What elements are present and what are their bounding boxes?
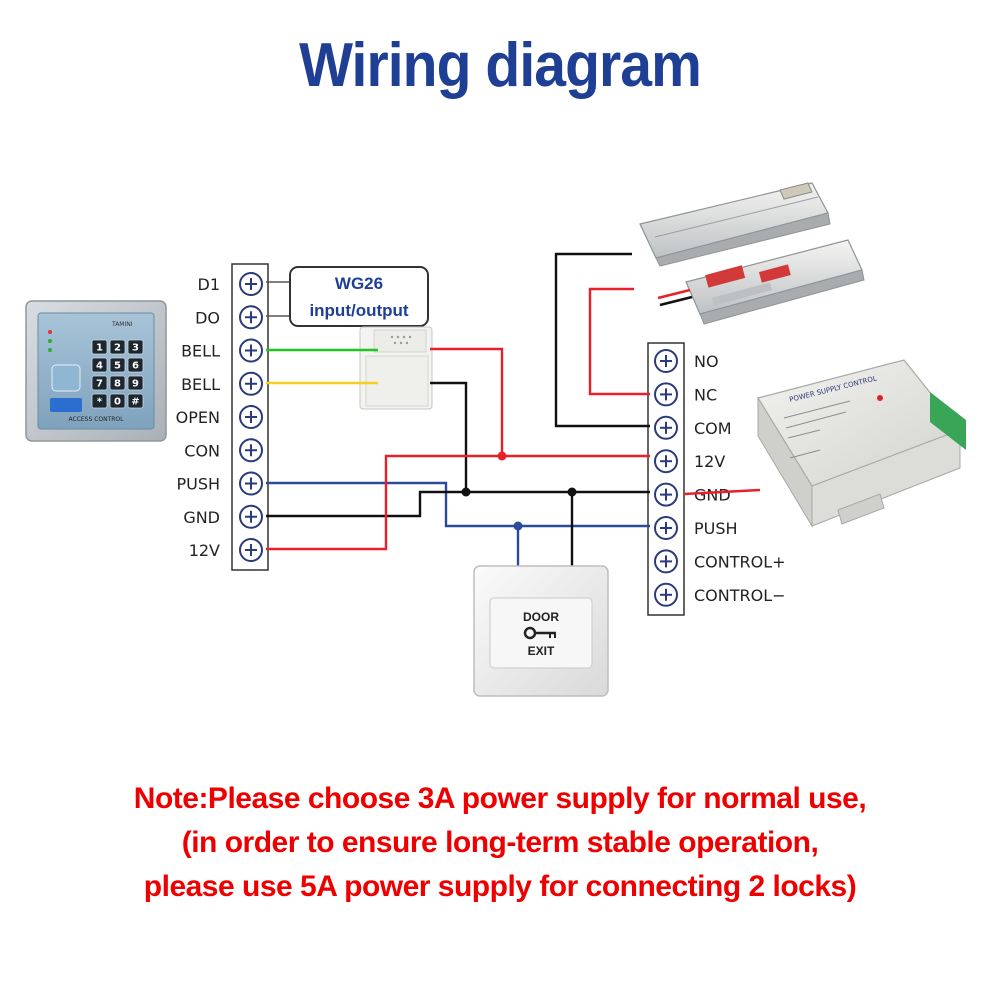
- left-terminal-label: 12V: [189, 541, 220, 560]
- right-terminal-label: PUSH: [694, 519, 738, 538]
- svg-text:*: *: [97, 397, 103, 408]
- right-terminal-label: CONTROL+: [694, 552, 786, 571]
- key-icon: [523, 626, 556, 640]
- wires: [266, 252, 761, 568]
- diagram-title: Wiring diagram: [299, 31, 702, 100]
- left-terminal-7: GND: [183, 504, 263, 529]
- right-terminal-label: CONTROL−: [694, 586, 786, 605]
- keypad-key[interactable]: 8: [109, 375, 126, 391]
- svg-text:0: 0: [114, 397, 121, 408]
- wg26-label: WG26: [335, 274, 383, 293]
- note-line-2: (in order to ensure long-term stable ope…: [181, 826, 819, 859]
- right-terminal-5: PUSH: [654, 516, 738, 540]
- left-terminal-label: D1: [198, 275, 221, 294]
- exit-button-exit-label: EXIT: [528, 644, 555, 658]
- door-bell: [359, 326, 433, 410]
- left-terminal-label: OPEN: [176, 408, 220, 427]
- left-terminal-label: GND: [183, 508, 220, 527]
- keypad-key[interactable]: 7: [91, 375, 108, 391]
- right-terminal-0: NO: [654, 349, 719, 373]
- wire-junctions: [461, 451, 577, 531]
- magnetic-lock: [639, 182, 865, 325]
- keypad-key[interactable]: 5: [109, 357, 126, 373]
- right-terminal-2: COM: [654, 415, 732, 440]
- right-terminal-4: GND: [654, 482, 731, 507]
- left-terminal-label: BELL: [181, 375, 220, 394]
- svg-text:8: 8: [114, 379, 121, 390]
- right-terminal-6: CONTROL+: [654, 549, 786, 574]
- keypad-key[interactable]: 3: [127, 339, 144, 355]
- right-terminal-7: CONTROL−: [654, 582, 786, 607]
- exit-button-door-label: DOOR: [523, 610, 559, 624]
- keypad-key[interactable]: 4: [91, 357, 108, 373]
- keypad-key[interactable]: 2: [109, 339, 126, 355]
- left-terminal-8: 12V: [189, 538, 263, 562]
- left-terminal-2: BELL: [181, 338, 263, 363]
- left-terminal-label: CON: [184, 441, 220, 460]
- keypad-key[interactable]: 9: [127, 375, 144, 391]
- keypad-key[interactable]: 6: [127, 357, 144, 373]
- right-terminal-label: GND: [694, 486, 731, 505]
- keypad-key[interactable]: 1: [91, 339, 108, 355]
- right-terminal-1: NC: [654, 382, 717, 407]
- right-terminal-label: 12V: [694, 452, 725, 471]
- keypad-key[interactable]: 0: [109, 393, 126, 409]
- svg-text:5: 5: [114, 361, 121, 372]
- left-terminal-4: OPEN: [176, 405, 263, 429]
- left-terminal-5: CON: [184, 438, 263, 463]
- svg-text:3: 3: [132, 343, 139, 354]
- keypad-key[interactable]: #: [127, 393, 144, 409]
- wg26-sublabel: input/output: [309, 301, 408, 320]
- left-terminal-3: BELL: [181, 371, 263, 396]
- note-line-1: Note:Please choose 3A power supply for n…: [133, 782, 867, 815]
- svg-text:6: 6: [132, 361, 139, 372]
- left-terminal-label: PUSH: [176, 475, 220, 494]
- left-terminal-6: PUSH: [176, 471, 263, 496]
- svg-text:1: 1: [96, 343, 103, 354]
- svg-text:#: #: [131, 397, 139, 408]
- right-terminal-3: 12V: [654, 449, 725, 474]
- wg26-box: WG26 input/output: [289, 266, 429, 327]
- keypad-brand: TAMINI: [111, 321, 133, 328]
- left-terminal-label: DO: [195, 308, 220, 327]
- left-terminal-label: BELL: [181, 342, 220, 361]
- note-line-3: please use 5A power supply for connectin…: [143, 870, 857, 903]
- right-terminals: NO NC COM 12V GND PUSH CONTROL+ CONTROL−: [654, 349, 786, 607]
- svg-text:4: 4: [96, 361, 103, 372]
- right-terminal-label: NC: [694, 385, 717, 404]
- svg-text:2: 2: [114, 343, 121, 354]
- svg-text:7: 7: [96, 379, 103, 390]
- left-terminal-1: DO: [195, 305, 263, 330]
- keypad-key[interactable]: *: [91, 393, 108, 409]
- right-terminal-label: NO: [694, 352, 719, 371]
- right-terminal-label: COM: [694, 419, 732, 438]
- power-supply-unit: POWER SUPPLY CONTROL: [757, 359, 966, 528]
- svg-text:9: 9: [132, 379, 139, 390]
- door-exit-button[interactable]: DOOR EXIT: [473, 565, 609, 697]
- left-terminal-0: D1: [198, 272, 263, 296]
- keypad-panel-text: ACCESS CONTROL: [69, 416, 125, 423]
